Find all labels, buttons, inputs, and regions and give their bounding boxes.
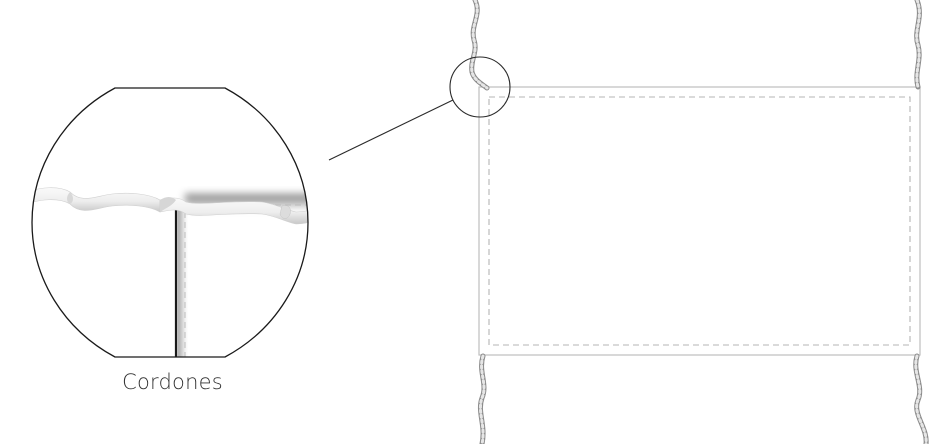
cord-bottom-left — [477, 353, 487, 444]
cord-top-right — [914, 0, 922, 90]
stitch-line — [488, 96, 911, 346]
zoom-detail — [32, 88, 308, 357]
cordones-label: Cordones — [122, 370, 223, 394]
zoom-outline — [31, 87, 309, 358]
cord-bottom-right — [913, 353, 929, 444]
cord-top-left — [469, 0, 490, 91]
panel-outline — [478, 86, 921, 356]
leader-line — [328, 99, 454, 161]
magnifier-circle — [449, 56, 511, 118]
mask-panel — [478, 86, 921, 356]
ribbon-cord — [32, 187, 308, 225]
